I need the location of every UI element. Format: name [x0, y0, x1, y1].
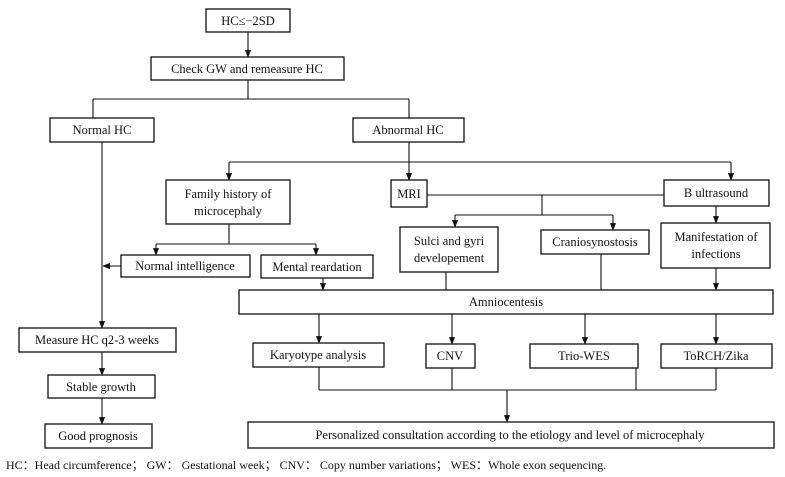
node-mental-retardation-text-line: Mental reardation — [272, 260, 362, 274]
node-b-ultrasound-text: B ultrasound — [684, 186, 749, 200]
node-manifestation: Manifestation of infections — [660, 222, 771, 269]
node-cnv: CNV — [425, 343, 476, 369]
node-cnv-text-line: CNV — [437, 349, 463, 363]
node-family-history-text: Family history of microcephaly — [185, 187, 273, 218]
node-amniocentesis: Amniocentesis — [238, 289, 774, 315]
node-normal-intelligence-text: Normal intelligence — [135, 259, 235, 273]
node-personalized-text: Personalized consultation according to t… — [315, 428, 705, 442]
node-manifestation-text: Manifestation of infections — [675, 230, 759, 261]
node-amniocentesis-text-line: Amniocentesis — [469, 295, 543, 309]
node-craniosynostosis-text-line: Craniosynostosis — [552, 235, 638, 249]
node-torch-zika-text: ToRCH/Zika — [683, 349, 749, 363]
node-family-history: Family history of microcephaly — [165, 179, 291, 225]
connectors — [92, 32, 735, 425]
node-trio-wes-text-line: Trio-WES — [558, 349, 610, 363]
node-measure-hc: Measure HC q2-3 weeks — [18, 327, 177, 353]
node-manifestation-text-line: infections — [691, 247, 740, 261]
node-mental-retardation: Mental reardation — [260, 254, 374, 279]
node-abnormal-hc-text: Abnormal HC — [372, 123, 443, 137]
node-karyotype-text: Karyotype analysis — [270, 348, 366, 362]
node-torch-zika-text-line: ToRCH/Zika — [683, 349, 749, 363]
node-normal-hc-text-line: Normal HC — [73, 123, 132, 137]
node-normal-intelligence: Normal intelligence — [120, 254, 251, 278]
node-family-history-text-line: microcephaly — [194, 204, 263, 218]
node-b-ultrasound-text-line: B ultrasound — [684, 186, 749, 200]
node-good-prognosis-text-line: Good prognosis — [58, 429, 138, 443]
node-karyotype-text-line: Karyotype analysis — [270, 348, 366, 362]
node-sulci-gyri: Sulci and gyri developement — [399, 226, 499, 273]
node-amniocentesis-text: Amniocentesis — [469, 295, 543, 309]
node-manifestation-text-line: Manifestation of — [675, 230, 759, 244]
node-family-history-text-line: Family history of — [185, 187, 273, 201]
node-normal-hc: Normal HC — [49, 117, 155, 143]
node-craniosynostosis: Craniosynostosis — [540, 229, 650, 255]
node-abnormal-hc-text-line: Abnormal HC — [372, 123, 443, 137]
node-measure-hc-text-line: Measure HC q2-3 weeks — [35, 333, 159, 347]
node-check-gw: Check GW and remeasure HC — [150, 56, 345, 81]
node-stable-growth-text: Stable growth — [66, 380, 137, 394]
node-sulci-gyri-text: Sulci and gyri developement — [414, 234, 485, 265]
node-stable-growth-text-line: Stable growth — [66, 380, 137, 394]
node-mri: MRI — [390, 179, 428, 208]
node-normal-intelligence-text-line: Normal intelligence — [135, 259, 235, 273]
node-sulci-gyri-text-line: Sulci and gyri — [414, 234, 485, 248]
node-hc-threshold: HC≤−2SD — [205, 8, 291, 33]
node-mental-retardation-text: Mental reardation — [272, 260, 362, 274]
node-good-prognosis: Good prognosis — [44, 423, 153, 449]
node-abnormal-hc: Abnormal HC — [352, 117, 465, 143]
node-check-gw-text-line: Check GW and remeasure HC — [171, 62, 323, 76]
node-stable-growth: Stable growth — [47, 374, 156, 399]
node-mri-text: MRI — [397, 187, 421, 201]
node-hc-threshold-text: HC≤−2SD — [221, 14, 275, 28]
node-karyotype: Karyotype analysis — [252, 342, 385, 368]
node-craniosynostosis-text: Craniosynostosis — [552, 235, 638, 249]
node-b-ultrasound: B ultrasound — [663, 179, 770, 207]
footnote: HC：Head circumference； GW： Gestational w… — [6, 458, 607, 472]
node-personalized: Personalized consultation according to t… — [247, 421, 775, 449]
node-mri-text-line: MRI — [397, 187, 421, 201]
node-sulci-gyri-text-line: developement — [414, 251, 485, 265]
node-torch-zika: ToRCH/Zika — [660, 343, 773, 369]
node-measure-hc-text: Measure HC q2-3 weeks — [35, 333, 159, 347]
node-normal-hc-text: Normal HC — [73, 123, 132, 137]
node-hc-threshold-text-line: HC≤−2SD — [221, 14, 275, 28]
node-check-gw-text: Check GW and remeasure HC — [171, 62, 323, 76]
node-trio-wes: Trio-WES — [529, 343, 639, 369]
node-cnv-text: CNV — [437, 349, 463, 363]
node-good-prognosis-text: Good prognosis — [58, 429, 138, 443]
node-trio-wes-text: Trio-WES — [558, 349, 610, 363]
node-personalized-text-line: Personalized consultation according to t… — [315, 428, 705, 442]
